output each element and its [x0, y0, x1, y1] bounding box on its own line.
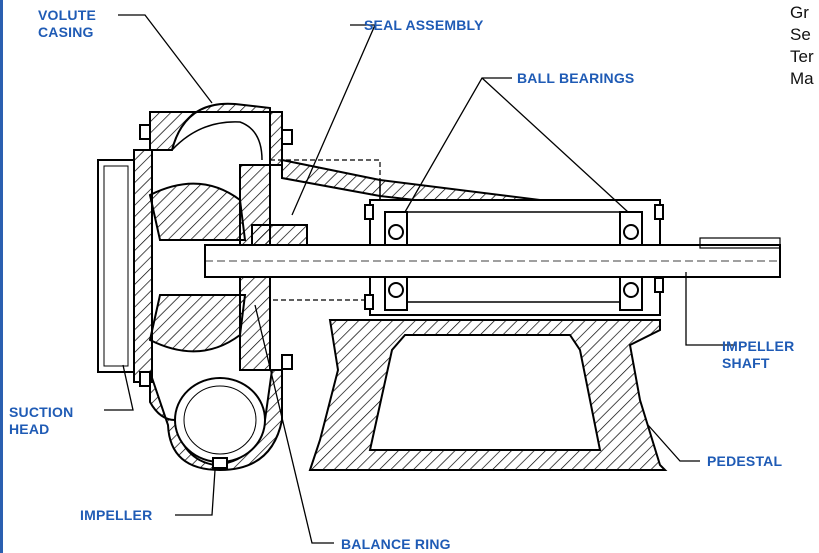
leader-lines: [104, 14, 736, 544]
suction-head: [97, 159, 135, 373]
label-suction-head: SUCTION HEAD: [9, 404, 74, 437]
label-impeller-shaft: IMPELLER SHAFT: [722, 338, 795, 371]
impeller: [148, 182, 247, 241]
volute-casing: [149, 102, 283, 166]
impeller-shaft: [204, 244, 781, 278]
label-pedestal: PEDESTAL: [707, 453, 783, 469]
left-border: [0, 0, 3, 553]
label-impeller: IMPELLER: [80, 507, 153, 523]
label-balance-ring: BALANCE RING: [341, 536, 451, 552]
side-text-column: Gr Se Ter Ma: [790, 2, 819, 90]
label-seal-assembly: SEAL ASSEMBLY: [364, 17, 484, 33]
label-ball-bearings: BALL BEARINGS: [517, 70, 635, 86]
side-text-line: Ma: [790, 69, 814, 88]
side-text-line: Se: [790, 25, 811, 44]
side-text-line: Ter: [790, 47, 814, 66]
side-text-line: Gr: [790, 3, 809, 22]
label-volute-casing: VOLUTE CASING: [38, 7, 96, 40]
ball-bearings: [384, 211, 643, 311]
